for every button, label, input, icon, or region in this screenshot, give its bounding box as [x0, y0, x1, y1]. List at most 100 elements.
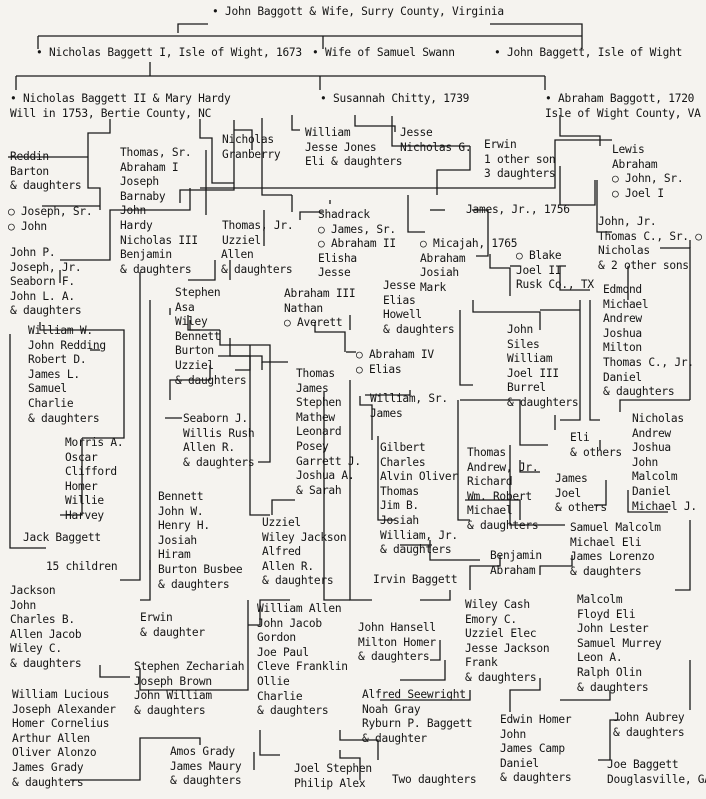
- person-name: & daughters: [500, 771, 572, 785]
- person-name: Charlie: [28, 396, 74, 410]
- person-name: Wiley: [175, 315, 208, 329]
- person-name: Michael: [603, 297, 649, 311]
- person-name: Alvin Oliver: [380, 470, 458, 484]
- person-name: Joshua: [603, 326, 642, 340]
- person-name: Erwin: [140, 611, 173, 624]
- person-name: William, Jr.: [380, 528, 458, 542]
- person-node-root: • John Baggott & Wife, Surry County, Vir…: [212, 5, 504, 20]
- person-name: • John Baggott & Wife, Surry County, Vir…: [212, 5, 504, 18]
- person-name: James, Jr., 1756: [466, 203, 570, 216]
- person-name: Allen: [221, 248, 254, 261]
- person-name: Bennett: [158, 490, 204, 503]
- person-name: Eli: [570, 431, 590, 444]
- person-name: Abraham: [612, 157, 658, 171]
- person-node-johnp: John P.Joseph, Jr.Seaborn F.John L. A.& …: [10, 246, 82, 319]
- person-name: Douglasville, GA: [607, 772, 706, 786]
- person-name: Frank: [465, 656, 498, 670]
- person-name: Posey: [296, 439, 329, 453]
- person-name: & daughters: [28, 411, 100, 425]
- person-name: Leon A.: [577, 651, 623, 665]
- person-name: Erwin: [484, 138, 517, 151]
- person-name: Irvin Baggett: [373, 573, 458, 586]
- person-node-jamesjr: James, Jr., 1756: [466, 203, 570, 218]
- person-name: Michael J.: [632, 499, 697, 513]
- person-name: Jackson: [10, 584, 56, 597]
- person-name: Michael Eli: [570, 535, 642, 549]
- person-name: Stephen Zechariah: [134, 660, 245, 673]
- person-name: John Redding: [28, 338, 106, 352]
- person-name: Noah Gray: [362, 702, 421, 716]
- person-name: Allen R.: [183, 441, 235, 455]
- person-name: Wiley C.: [10, 642, 62, 656]
- person-name: John W.: [158, 504, 204, 518]
- person-name: Robert D.: [28, 353, 87, 367]
- person-name: & daughters: [134, 703, 206, 717]
- person-node-susannah: • Susannah Chitty, 1739: [320, 92, 469, 107]
- person-name: & daughters: [383, 322, 455, 336]
- person-name: Daniel: [632, 484, 671, 498]
- person-name: Reddin: [10, 150, 49, 163]
- person-name: 15 children: [46, 560, 118, 573]
- person-name: Burton: [175, 344, 214, 358]
- person-name: James: [370, 406, 403, 420]
- person-name: • Susannah Chitty, 1739: [320, 92, 470, 105]
- person-name: ○ John: [8, 219, 47, 233]
- person-name: • Nicholas Baggett I, Isle of Wight, 167…: [36, 46, 302, 59]
- person-name: Willis Rush: [183, 426, 255, 440]
- person-name: Daniel: [500, 756, 539, 770]
- person-node-josephsr: ○ Joseph, Sr.○ John: [8, 205, 93, 234]
- person-name: Benjamin: [120, 248, 172, 262]
- person-node-allen: Allen& daughters: [221, 248, 293, 277]
- person-name: Isle of Wight County, VA: [545, 106, 701, 120]
- person-name: James Camp: [500, 742, 565, 756]
- person-name: & daughters: [10, 179, 82, 193]
- person-name: Howell: [383, 308, 422, 322]
- person-name: Gordon: [257, 631, 296, 645]
- person-name: Nicholas: [222, 133, 274, 146]
- person-name: Thomas C., Jr.: [603, 355, 694, 369]
- person-name: John: [507, 323, 533, 336]
- person-name: Granberry: [222, 147, 281, 161]
- person-name: & 2 other sons: [598, 258, 689, 272]
- person-name: Barnaby: [120, 189, 166, 203]
- person-name: Mark: [420, 280, 446, 294]
- person-name: Josiah: [420, 266, 459, 280]
- person-name: Lewis: [612, 143, 645, 156]
- person-name: & daughters: [10, 304, 82, 318]
- person-name: & daughters: [175, 373, 247, 387]
- person-name: & daughters: [380, 543, 452, 557]
- person-name: Elias: [383, 293, 416, 307]
- person-name: & daughters: [183, 455, 255, 469]
- person-name: Wiley Jackson: [262, 530, 347, 544]
- person-name: & daughters: [613, 725, 685, 739]
- person-name: Thomas, Sr.: [120, 146, 192, 159]
- person-name: Two daughters: [392, 773, 477, 786]
- person-name: ○ Abraham II: [318, 237, 396, 251]
- person-name: Burton Busbee: [158, 562, 243, 576]
- person-node-fifteen: 15 children: [46, 560, 118, 575]
- person-name: Oscar: [65, 450, 98, 464]
- person-name: James Maury: [170, 759, 242, 773]
- person-name: Benjamin: [490, 549, 542, 562]
- person-name: Joe Paul: [257, 645, 309, 659]
- person-name: 1 other son: [484, 152, 556, 166]
- person-name: Nicholas III: [120, 233, 198, 247]
- person-name: Uzziel: [262, 516, 301, 529]
- person-name: Thomas C., Sr. ○: [598, 229, 702, 243]
- person-node-irvin: Irvin Baggett: [373, 573, 458, 588]
